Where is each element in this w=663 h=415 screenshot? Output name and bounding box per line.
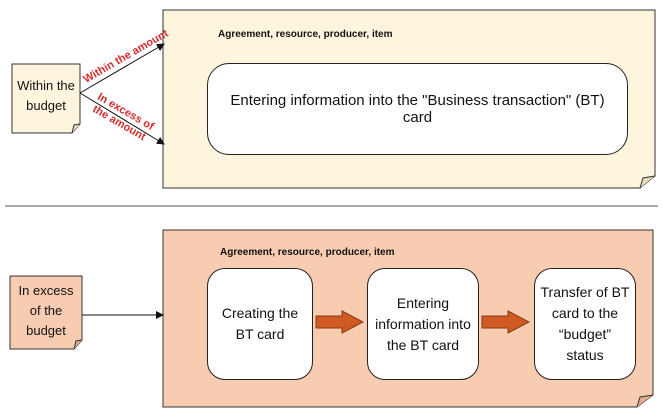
process-box-text: Entering information into the "Business … xyxy=(230,92,605,126)
step-arrow-2 xyxy=(481,310,531,334)
step-enter-info-bt-card: Entering information into the BT card xyxy=(367,268,479,380)
process-box-entering-info: Entering information into the "Business … xyxy=(207,63,628,155)
bottom-panel-label: Agreement, resource, producer, item xyxy=(220,247,395,258)
step-transfer-budget-status: Transfer of BT card to the “budget” stat… xyxy=(534,268,636,380)
top-source-note-text: Within the budget xyxy=(17,78,75,113)
bottom-source-note: In excess of the budget xyxy=(12,280,80,342)
bottom-source-note-text: In excess of the budget xyxy=(18,283,74,338)
within-amount-connector xyxy=(79,43,165,94)
step-2-text: Entering information into the BT card xyxy=(375,294,471,353)
top-panel-label: Agreement, resource, producer, item xyxy=(218,29,393,40)
step-1-text: Creating the BT card xyxy=(221,305,299,342)
top-source-note: Within the budget xyxy=(14,66,78,126)
step-arrow-1 xyxy=(315,310,365,334)
step-3-text: Transfer of BT card to the “budget” stat… xyxy=(540,284,630,363)
step-create-bt-card: Creating the BT card xyxy=(207,268,313,380)
excess-amount-connector xyxy=(79,92,165,145)
